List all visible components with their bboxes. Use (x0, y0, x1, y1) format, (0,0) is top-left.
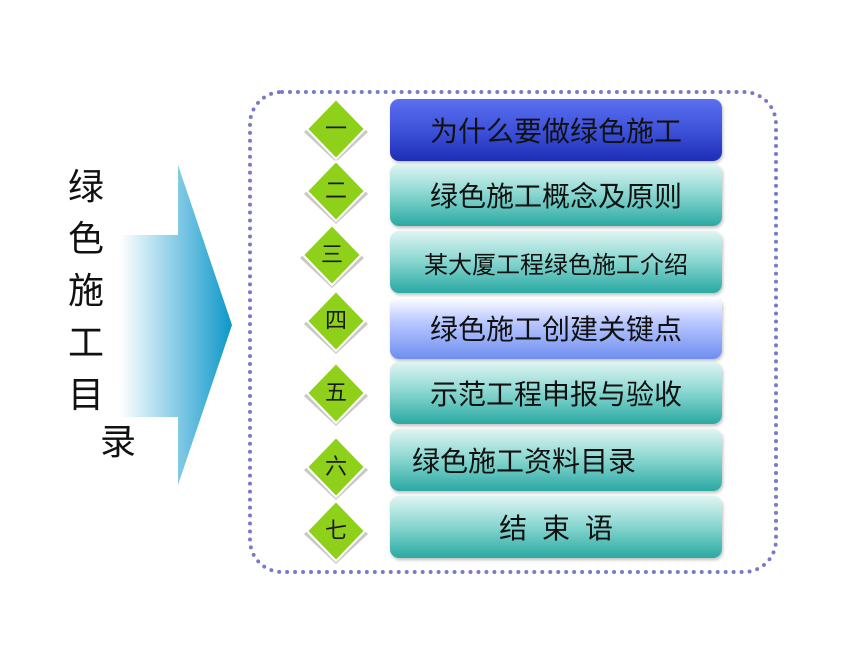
menu-label-bar[interactable]: 为什么要做绿色施工 (390, 99, 722, 161)
menu-number: 五 (324, 381, 347, 406)
side-title-char: 施 (68, 271, 105, 312)
menu-label-bar[interactable]: 绿色施工资料目录 (390, 429, 722, 491)
menu-label-bar[interactable]: 结 束 语 (390, 496, 722, 558)
diamond-icon (304, 160, 368, 224)
menu-label-bar[interactable]: 示范工程申报与验收 (390, 362, 722, 424)
right-arrow-icon (120, 165, 232, 485)
menu-number: 二 (324, 179, 347, 204)
side-title-char: 录 (100, 422, 137, 463)
diamond-icon (304, 98, 368, 162)
menu-label-bar[interactable]: 某大厦工程绿色施工介绍 (390, 231, 722, 293)
menu-label-bar[interactable]: 绿色施工创建关键点 (390, 297, 722, 359)
diamond-icon (304, 362, 368, 426)
menu-frame (248, 90, 778, 574)
diamond-icon (304, 436, 368, 500)
side-title-char: 绿 (68, 167, 105, 208)
menu-number: 三 (320, 243, 343, 268)
diamond-icon (300, 224, 364, 288)
diamond-icon (304, 290, 368, 354)
menu-number: 四 (324, 309, 347, 334)
diamond-icon (304, 500, 368, 564)
side-title-char: 工 (68, 323, 105, 364)
menu-number: 一 (324, 117, 347, 142)
side-title-char: 目 (68, 375, 105, 416)
menu-number: 七 (324, 519, 347, 544)
menu-number: 六 (324, 455, 347, 480)
side-title-char: 色 (68, 219, 105, 260)
menu-label-bar[interactable]: 绿色施工概念及原则 (390, 164, 722, 226)
